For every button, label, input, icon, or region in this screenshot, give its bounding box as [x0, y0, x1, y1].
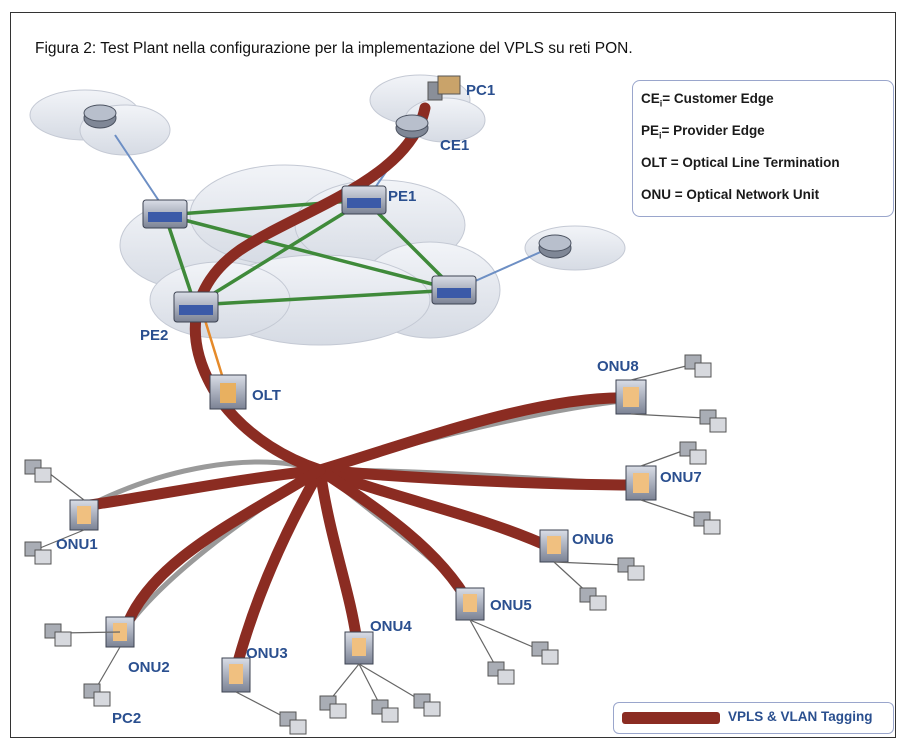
onu-icon	[455, 587, 485, 621]
vpls-legend: VPLS & VLAN Tagging	[613, 702, 894, 734]
label-onu3: ONU3	[246, 645, 288, 662]
figure-caption: Figura 2: Test Plant nella configurazion…	[35, 40, 633, 57]
label-pe2: PE2	[140, 327, 168, 344]
label-onu6: ONU6	[572, 531, 614, 548]
onu-icon	[221, 657, 251, 693]
label-onu2: ONU2	[128, 659, 170, 676]
pe-switch-icon	[341, 185, 387, 215]
label-olt: OLT	[252, 387, 281, 404]
pe-switch-icon	[173, 291, 219, 323]
pe-switch-icon	[431, 275, 477, 305]
vpls-swatch	[622, 712, 720, 724]
label-ce1: CE1	[440, 137, 469, 154]
vpls-paths	[84, 102, 646, 691]
onu-icon	[539, 529, 569, 563]
label-onu7: ONU7	[660, 469, 702, 486]
pc-icon	[427, 75, 461, 101]
onu-icon	[344, 631, 374, 665]
pc-icons	[24, 354, 727, 735]
router-icon	[538, 234, 572, 259]
label-pe1: PE1	[388, 188, 416, 205]
pe2-olt-link	[203, 319, 227, 386]
router-icon	[83, 104, 117, 129]
label-onu8: ONU8	[597, 358, 639, 375]
onu-icon	[615, 379, 647, 415]
onu-icon	[69, 499, 99, 531]
legend-row-onu: ONU = Optical Network Unit	[641, 187, 820, 202]
label-pc1: PC1	[466, 82, 495, 99]
legend-row-ce: CEi= Customer Edge	[641, 91, 774, 109]
onu-icon	[625, 465, 657, 501]
pe-mesh-links	[163, 198, 457, 307]
olt-icon	[209, 374, 247, 410]
legend-row-pe: PEi= Provider Edge	[641, 123, 765, 141]
legend-box: CEi= Customer Edge PEi= Provider Edge OL…	[632, 80, 894, 217]
label-pc2: PC2	[112, 710, 141, 727]
pe-switch-icon	[142, 199, 188, 229]
label-onu4: ONU4	[370, 618, 412, 635]
label-onu5: ONU5	[490, 597, 532, 614]
router-icon	[395, 114, 429, 139]
label-onu1: ONU1	[56, 536, 98, 553]
vpls-legend-label: VPLS & VLAN Tagging	[728, 709, 873, 724]
legend-row-olt: OLT = Optical Line Termination	[641, 155, 840, 170]
